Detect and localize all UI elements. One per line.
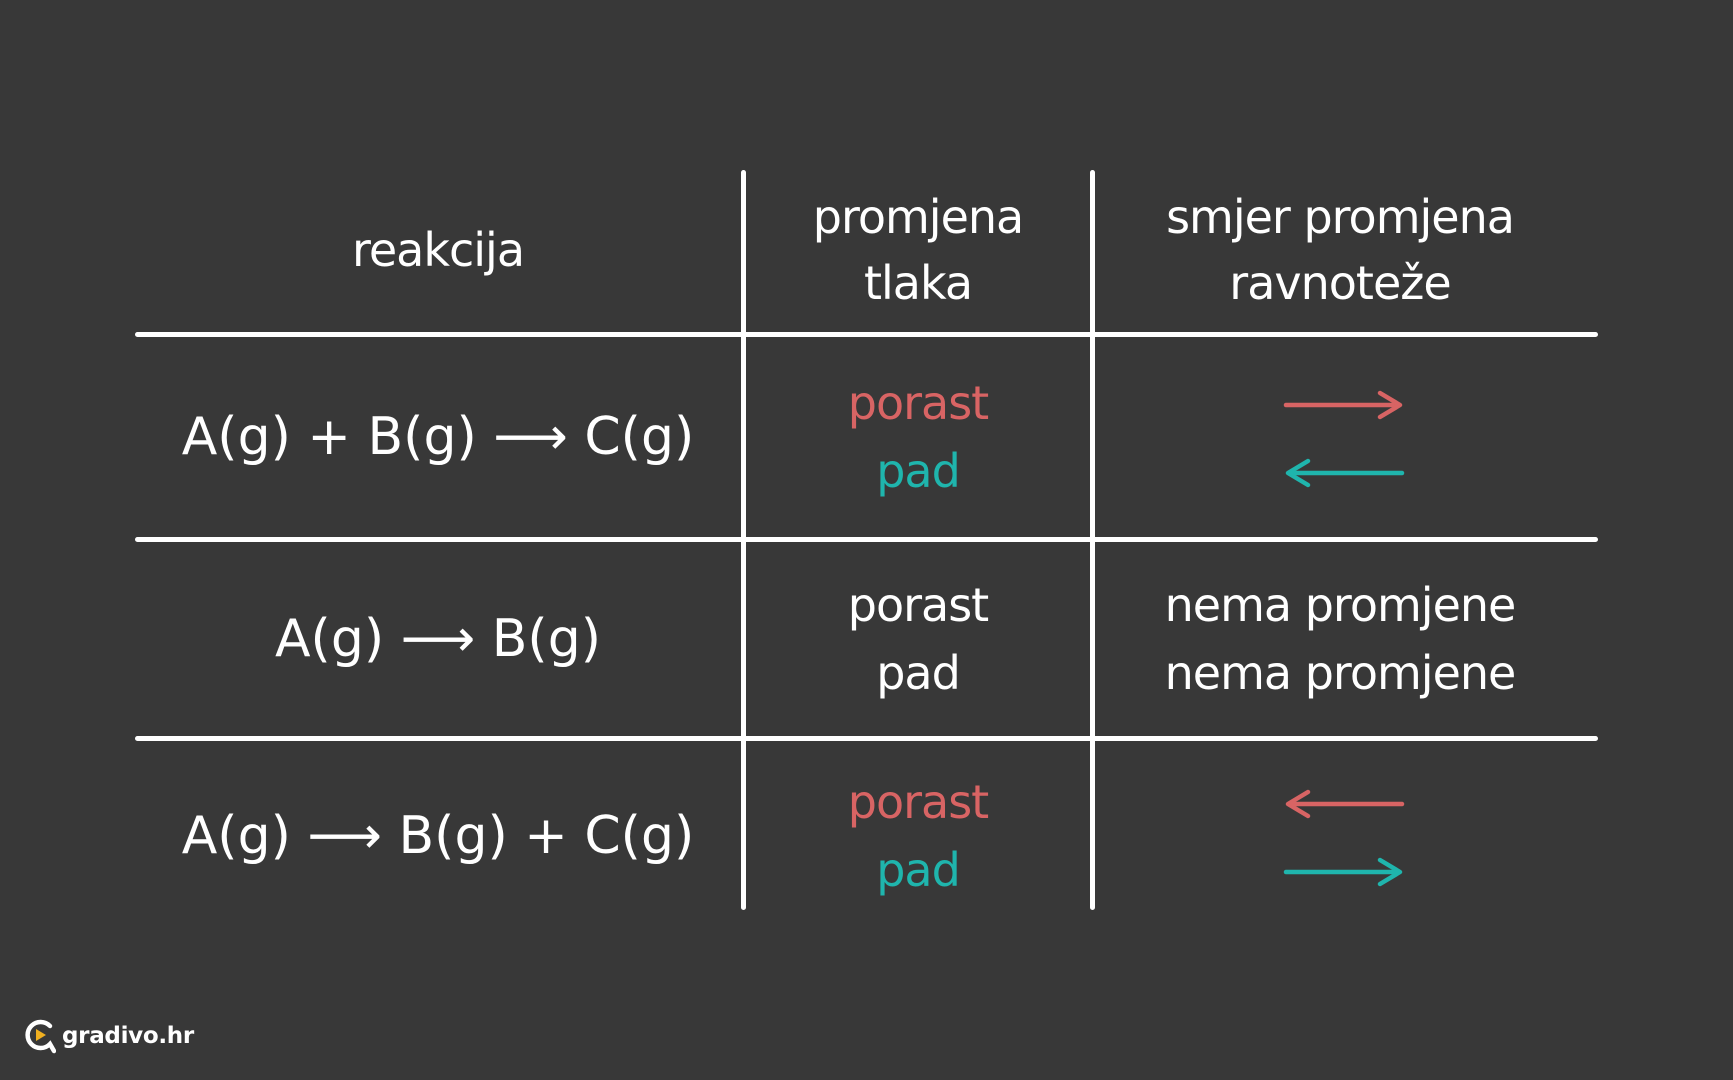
logo-text: gradivo.hr [62, 1023, 194, 1049]
row-divider-2 [135, 736, 1598, 741]
row-1-reaction: A(g) + B(g) ⟶ C(g) [135, 337, 741, 537]
right-arrow-icon [1283, 390, 1403, 420]
row-divider-header [135, 332, 1598, 337]
row-2-reaction: A(g) ⟶ B(g) [135, 542, 741, 736]
gradivo-logo-icon [25, 1019, 56, 1054]
pressure-decrease-label: pad [876, 444, 961, 498]
brand-logo[interactable]: gradivo.hr [24, 1018, 194, 1054]
no-change-label: nema promjene [1164, 646, 1517, 700]
reaction-equation: A(g) ⟶ B(g) [274, 609, 601, 669]
header-pressure-change: promjena tlaka [746, 170, 1090, 330]
header-direction: smjer promjena ravnoteže [1095, 170, 1585, 330]
row-2-pressure-change: porast pad [746, 542, 1090, 736]
reaction-equation: A(g) + B(g) ⟶ C(g) [181, 407, 695, 467]
header-reaction-label: reakcija [351, 223, 525, 277]
left-arrow-icon [1285, 789, 1405, 819]
row-2-direction: nema promjene nema promjene [1095, 542, 1585, 736]
header-direction-line2: ravnoteže [1229, 256, 1451, 310]
reaction-equation: A(g) ⟶ B(g) + C(g) [181, 806, 695, 866]
no-change-label: nema promjene [1164, 578, 1517, 632]
pressure-increase-label: porast [847, 376, 989, 430]
row-3-reaction: A(g) ⟶ B(g) + C(g) [135, 741, 741, 931]
row-3-pressure-change: porast pad [746, 741, 1090, 931]
pressure-increase-label: porast [847, 775, 989, 829]
pressure-increase-label: porast [847, 578, 989, 632]
right-arrow-icon [1283, 857, 1403, 887]
header-reaction: reakcija [135, 170, 741, 330]
row-divider-1 [135, 537, 1598, 542]
pressure-decrease-label: pad [876, 843, 961, 897]
pressure-decrease-label: pad [876, 646, 961, 700]
header-direction-line1: smjer promjena [1166, 190, 1515, 244]
header-pressure-line1: promjena [812, 190, 1024, 244]
left-arrow-icon [1285, 458, 1405, 488]
row-1-pressure-change: porast pad [746, 337, 1090, 537]
header-pressure-line2: tlaka [863, 256, 973, 310]
